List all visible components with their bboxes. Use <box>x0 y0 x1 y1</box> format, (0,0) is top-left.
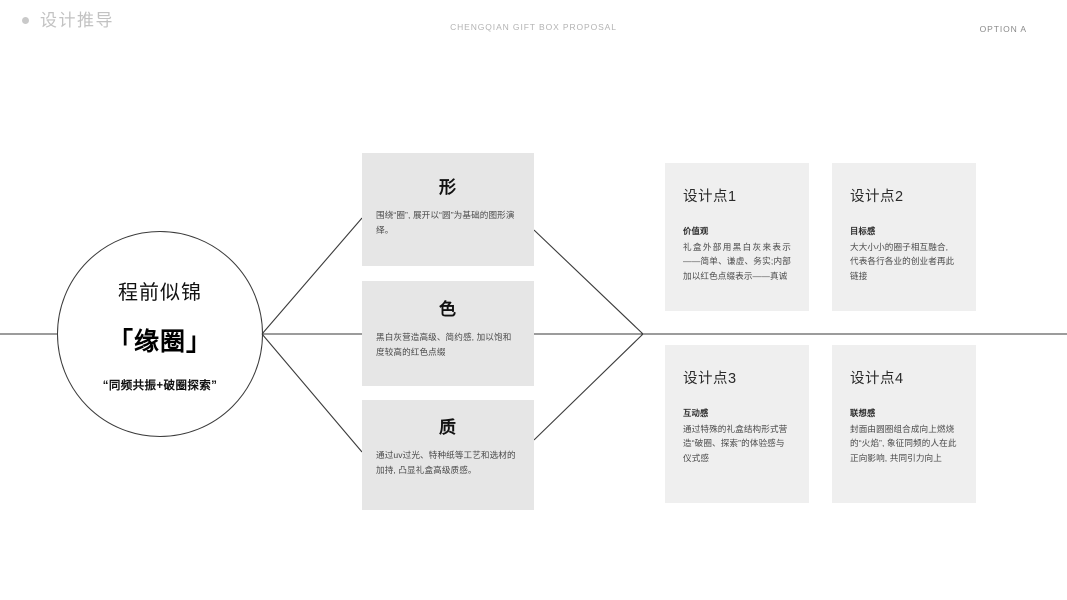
concept-circle-title: 程前似锦 <box>118 281 202 304</box>
connector-circle-to-card3 <box>261 333 363 453</box>
middle-card-body: 黑白灰营造高级、简约感, 加以饱和度较高的红色点缀 <box>376 332 512 358</box>
design-point-subtitle: 联想感 <box>850 408 876 418</box>
concept-circle-main: 「缘圈」 <box>107 327 212 356</box>
bullet-dot-icon <box>22 17 29 24</box>
middle-card-heading: 质 <box>439 418 457 437</box>
middle-card-heading: 形 <box>439 178 457 197</box>
design-point-title: 设计点4 <box>850 371 904 387</box>
design-point-card-2: 设计点2 目标感 大大小小的圈子相互融合, 代表各行各业的创业者再此链接 <box>832 163 976 311</box>
design-point-card-1: 设计点1 价值观 礼盒外部用黑白灰来表示——简单、谦虚、务实;内部加以红色点缀表… <box>665 163 809 311</box>
connector-card3-to-node <box>533 333 644 441</box>
design-point-body: 大大小小的圈子相互融合, 代表各行各业的创业者再此链接 <box>850 242 955 281</box>
design-point-card-4: 设计点4 联想感 封面由圆圈组合成向上燃烧的“火焰”, 象征同频的人在此正向影响… <box>832 345 976 503</box>
middle-card-body: 通过uv过光、特种纸等工艺和选材的加持, 凸显礼盒高级质感。 <box>376 450 516 476</box>
middle-card-form: 形 围绕“圈”, 展开以“圆”为基础的图形演绎。 <box>362 153 534 266</box>
header-left-group: 设计推导 <box>22 12 114 29</box>
design-point-subtitle: 目标感 <box>850 226 876 236</box>
connector-circle-to-card1 <box>261 217 363 335</box>
deck-title: CHENGQIAN GIFT BOX PROPOSAL <box>450 22 617 32</box>
page-header: 设计推导 CHENGQIAN GIFT BOX PROPOSAL OPTION … <box>0 0 1067 56</box>
middle-card-heading: 色 <box>439 300 457 319</box>
design-point-body: 通过特殊的礼盒结构形式营造“破圈、探索”的体验感与仪式感 <box>683 424 788 463</box>
design-point-card-3: 设计点3 互动感 通过特殊的礼盒结构形式营造“破圈、探索”的体验感与仪式感 <box>665 345 809 503</box>
connector-card1-to-node <box>533 229 644 335</box>
design-point-title: 设计点3 <box>683 371 737 387</box>
design-point-title: 设计点2 <box>850 189 904 205</box>
concept-circle: 程前似锦 「缘圈」 “同频共振+破圈探索” <box>57 231 263 437</box>
section-label: 设计推导 <box>40 11 114 30</box>
design-point-subtitle: 价值观 <box>683 226 709 236</box>
design-point-subtitle: 互动感 <box>683 408 709 418</box>
concept-circle-subtitle: “同频共振+破圈探索” <box>102 379 218 392</box>
middle-card-color: 色 黑白灰营造高级、简约感, 加以饱和度较高的红色点缀 <box>362 281 534 386</box>
design-point-title: 设计点1 <box>683 189 737 205</box>
design-point-body: 封面由圆圈组合成向上燃烧的“火焰”, 象征同频的人在此正向影响, 共同引力向上 <box>850 424 957 463</box>
middle-card-texture: 质 通过uv过光、特种纸等工艺和选材的加持, 凸显礼盒高级质感。 <box>362 400 534 510</box>
middle-card-body: 围绕“圈”, 展开以“圆”为基础的图形演绎。 <box>376 210 515 236</box>
option-label: OPTION A <box>979 24 1027 34</box>
design-point-body: 礼盒外部用黑白灰来表示——简单、谦虚、务实;内部加以红色点缀表示——真诚 <box>683 242 791 281</box>
